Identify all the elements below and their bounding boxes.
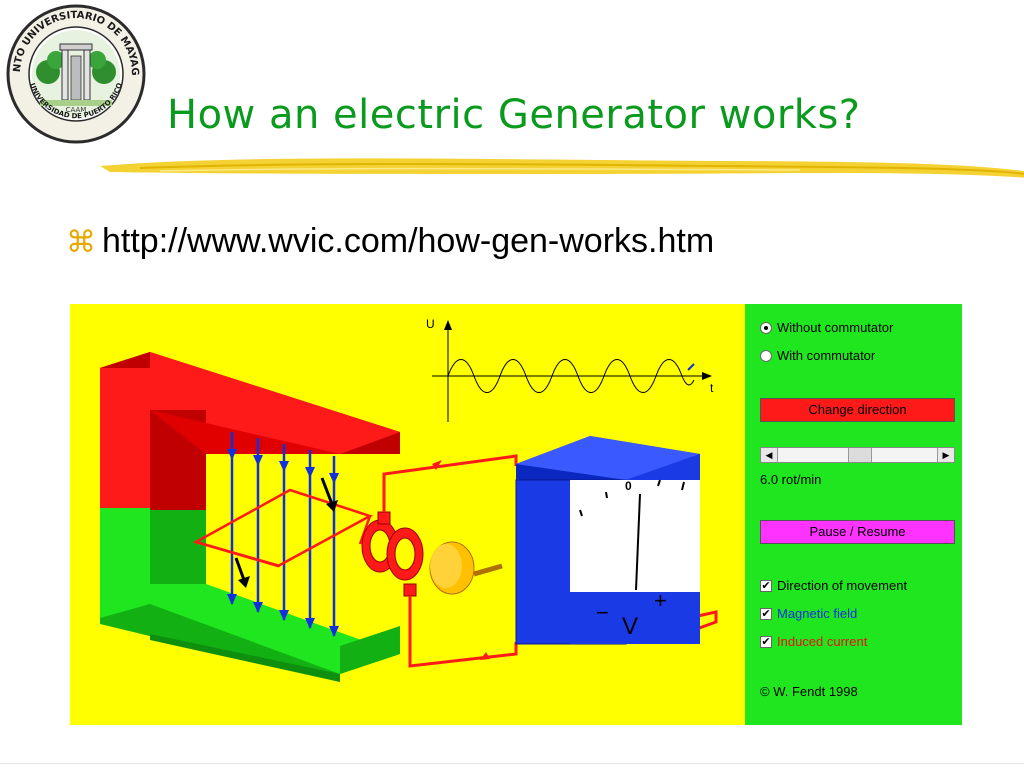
slide-title: How an electric Generator works?	[167, 92, 861, 138]
rotating-coil	[192, 488, 374, 568]
copyright-text: © W. Fendt 1998	[760, 684, 858, 699]
checkbox-checked-icon[interactable]: ✔	[760, 578, 772, 592]
meter-minus: −	[596, 600, 609, 625]
voltage-graph: U t	[426, 317, 714, 422]
title-brush-underline	[100, 150, 1024, 186]
radio-without-commutator[interactable]: Without commutator	[760, 320, 893, 335]
change-direction-button[interactable]: Change direction	[760, 398, 955, 422]
pause-resume-button[interactable]: Pause / Resume	[760, 520, 955, 544]
meter-needle	[635, 493, 641, 591]
seal-motto: CAAM	[66, 106, 87, 114]
radio-unselected-icon[interactable]	[760, 349, 772, 362]
speed-slider[interactable]: ◀ ▶	[760, 447, 955, 463]
radio-with-commutator[interactable]: With commutator	[760, 348, 875, 363]
meter-zero: 0	[625, 479, 632, 493]
check-magnetic-field[interactable]: ✔ Magnetic field	[760, 606, 857, 621]
motion-arrow-bottom	[234, 557, 246, 581]
radio-with-commutator-label: With commutator	[777, 348, 876, 363]
radio-without-commutator-label: Without commutator	[777, 320, 894, 335]
bullet-link[interactable]: http://www.wvic.com/how-gen-works.htm	[102, 222, 715, 260]
check-induced-current-label: Induced current	[777, 634, 868, 649]
graph-axis-t: t	[710, 381, 714, 395]
speed-readout: 6.0 rot/min	[760, 472, 822, 487]
slider-left-arrow-icon[interactable]: ◀	[761, 448, 778, 462]
motion-arrow-top	[320, 477, 334, 505]
bullet-item: ⌘http://www.wvic.com/how-gen-works.htm	[66, 222, 714, 261]
check-direction-of-movement[interactable]: ✔ Direction of movement	[760, 578, 907, 593]
meter-plus: +	[654, 588, 667, 613]
horseshoe-magnet	[100, 352, 400, 682]
sine-wave	[447, 359, 695, 393]
voltmeter: 0 − V +	[515, 436, 700, 645]
graph-axis-u: U	[426, 317, 435, 331]
checkbox-checked-icon[interactable]: ✔	[760, 606, 772, 620]
slide-bottom-rule	[0, 763, 1024, 764]
check-induced-current[interactable]: ✔ Induced current	[760, 634, 867, 649]
checkbox-checked-icon[interactable]: ✔	[760, 634, 772, 648]
magnetic-field-lines	[230, 432, 336, 636]
check-direction-label: Direction of movement	[777, 578, 908, 593]
university-seal-logo: CAAM RECINTO UNIVERSITARIO DE MAYAGÜEZ U…	[0, 0, 152, 152]
generator-applet: U t	[70, 304, 962, 725]
slider-thumb[interactable]	[848, 448, 872, 462]
meter-unit: V	[622, 613, 638, 640]
field-arrows	[227, 449, 339, 637]
radio-selected-icon[interactable]	[760, 321, 772, 334]
bullet-symbol: ⌘	[66, 226, 96, 259]
slip-rings	[361, 511, 503, 597]
control-panel: Without commutator With commutator Chang…	[745, 304, 962, 725]
check-magnetic-field-label: Magnetic field	[777, 606, 858, 621]
slider-right-arrow-icon[interactable]: ▶	[937, 448, 954, 462]
